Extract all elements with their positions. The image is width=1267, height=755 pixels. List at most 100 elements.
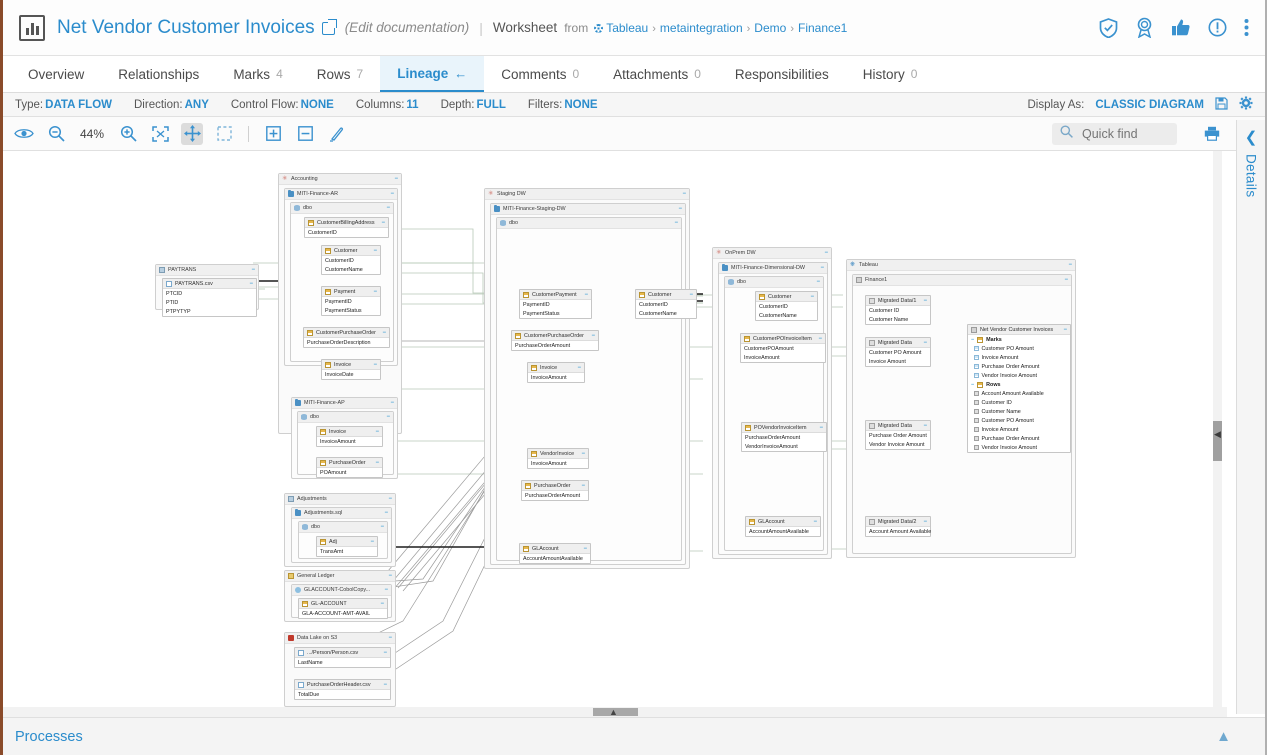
collapse-icon[interactable]: −	[923, 297, 927, 304]
table-net-vendor-customer-invoices[interactable]: Net Vendor Customer Invoices− −Marks Cus…	[967, 324, 1071, 453]
group-row-marks[interactable]: −Marks	[968, 335, 1070, 344]
table-customerbillingaddress[interactable]: CustomerBillingAddress− CustomerID	[304, 217, 389, 238]
group-title[interactable]: dbo −	[298, 412, 393, 423]
breadcrumb-item-demo[interactable]: Demo	[754, 20, 787, 35]
column[interactable]: CustomerPOAmount	[744, 345, 794, 352]
collapse-icon[interactable]: −	[373, 247, 377, 254]
annotate-pen-icon[interactable]	[326, 123, 348, 145]
chevron-up-icon[interactable]: ▲	[1216, 728, 1231, 745]
row-item[interactable]: Purchase Order Amount	[968, 362, 1070, 371]
table-purchaseorderheader-csv[interactable]: PurchaseOrderHeader.csv− TotalDue	[294, 679, 391, 700]
table-dw-customer[interactable]: Customer− CustomerID CustomerName	[755, 291, 818, 321]
collapse-icon[interactable]: −	[1064, 277, 1068, 283]
group-title[interactable]: dbo −	[291, 203, 393, 214]
table-header[interactable]: CustomerPOInvoiceItem−	[741, 334, 825, 344]
table-adj[interactable]: Adj− TransAmt	[316, 536, 378, 557]
zoom-out-icon[interactable]	[45, 123, 67, 145]
tab-relationships[interactable]: Relationships	[101, 56, 216, 92]
row-item[interactable]: Account Amount Available	[968, 389, 1070, 398]
fit-to-screen-icon[interactable]	[149, 123, 171, 145]
processes-footer[interactable]: Processes ▲	[3, 717, 1265, 755]
column[interactable]: InvoiceAmount	[744, 354, 780, 361]
table-header[interactable]: GL-ACCOUNT−	[299, 599, 387, 609]
table-header[interactable]: Adj−	[317, 537, 377, 547]
column[interactable]: InvoiceAmount	[531, 374, 567, 381]
table-header[interactable]: CustomerPayment−	[520, 290, 591, 300]
column[interactable]: PaymentStatus	[325, 307, 362, 314]
table-ar-invoice[interactable]: Invoice− InvoiceDate	[321, 359, 381, 380]
column[interactable]: TransAmt	[320, 548, 344, 555]
column[interactable]: AccountAmountAvailable	[749, 528, 809, 535]
group-onprem-dw[interactable]: ⚛ OnPrem DW − MITI-Finance-Dimensional-D…	[712, 247, 832, 559]
group-title[interactable]: ⚛ OnPrem DW −	[713, 248, 831, 259]
collapse-icon[interactable]: −	[383, 681, 387, 688]
table-ar-payment[interactable]: Payment− PaymentID PaymentStatus	[321, 286, 381, 316]
breadcrumb-item-metaintegration[interactable]: metaintegration	[659, 20, 743, 35]
collapse-icon[interactable]: −	[577, 364, 581, 371]
group-title[interactable]: dbo −	[725, 277, 823, 288]
row-item[interactable]: Purchase Order Amount	[968, 434, 1070, 443]
column[interactable]: PTID	[166, 299, 179, 306]
group-title[interactable]: MITI-Finance-AP −	[292, 398, 397, 409]
table-staging-customer[interactable]: Customer− CustomerID CustomerName	[635, 289, 697, 319]
group-title[interactable]: dbo −	[497, 218, 681, 229]
table-header[interactable]: Customer−	[756, 292, 817, 302]
collapse-icon[interactable]: −	[819, 424, 823, 431]
column[interactable]: CustomerID	[639, 301, 668, 308]
table-migrated-data-2[interactable]: Migrated Data− Customer PO Amount Invoic…	[865, 337, 931, 367]
column[interactable]: PurchaseOrderAmount	[515, 342, 571, 349]
row-item[interactable]: Customer PO Amount	[968, 344, 1070, 353]
eye-icon[interactable]	[13, 123, 35, 145]
display-as-value[interactable]: CLASSIC DIAGRAM	[1095, 98, 1204, 111]
collapse-icon[interactable]: −	[394, 176, 398, 182]
group-data-lake-s3[interactable]: Data Lake on S3 − .../Person/Person.csv−…	[284, 632, 396, 707]
alert-circle-icon[interactable]	[1208, 18, 1227, 37]
canvas-horizontal-scrollbar[interactable]: ▲	[3, 707, 1227, 717]
tab-overview[interactable]: Overview	[11, 56, 101, 92]
group-title[interactable]: ⚛ Staging DW −	[485, 189, 689, 200]
group-miti-staging-dw[interactable]: MITI-Finance-Staging-DW − dbo − Customer…	[490, 203, 697, 565]
more-vertical-icon[interactable]	[1244, 18, 1249, 37]
breadcrumb-item-tableau[interactable]: Tableau	[606, 20, 649, 35]
column[interactable]: CustomerID	[308, 229, 337, 236]
table-header[interactable]: Migrated Data−	[866, 338, 930, 348]
column[interactable]: Purchase Order Amount	[869, 432, 927, 439]
marquee-select-icon[interactable]	[213, 123, 235, 145]
lineage-canvas[interactable]: PAYTRANS − PAYTRANS.csv − PTCID PTID PTP…	[3, 151, 1227, 714]
column[interactable]: Customer PO Amount	[869, 349, 922, 356]
column[interactable]: Invoice Amount	[869, 358, 906, 365]
column[interactable]: InvoiceAmount	[320, 438, 356, 445]
column[interactable]: PaymentID	[523, 301, 550, 308]
group-title[interactable]: PAYTRANS −	[156, 265, 258, 276]
column[interactable]: AccountAmountAvailable	[523, 555, 583, 562]
table-staging-vendorinvoice[interactable]: VendorInvoice− InvoiceAmount	[527, 448, 589, 469]
collapse-icon[interactable]: −	[383, 649, 387, 656]
group-general-ledger[interactable]: General Ledger − GLACCOUNT-CobolCopy... …	[284, 570, 396, 622]
group-finance1[interactable]: Finance1 − Migrated Data/1− Customer ID …	[852, 274, 1072, 554]
group-paytrans[interactable]: PAYTRANS − PAYTRANS.csv − PTCID PTID PTP…	[155, 264, 259, 317]
collapse-icon[interactable]: −	[251, 267, 255, 273]
table-header[interactable]: Migrated Data/2−	[866, 517, 930, 527]
column[interactable]: PurchaseOrderDescription	[307, 339, 371, 346]
table-header[interactable]: CustomerPurchaseOrder−	[512, 331, 598, 341]
group-miti-finance-ap[interactable]: MITI-Finance-AP − dbo − Invoice− Invoice…	[291, 397, 398, 479]
collapse-icon[interactable]: −	[380, 524, 384, 530]
group-glaccount-cobolcopy[interactable]: GLACCOUNT-CobolCopy... − GL-ACCOUNT− GLA…	[291, 584, 392, 619]
scrollbar-thumb[interactable]	[593, 708, 638, 716]
column[interactable]: Account Amount Available	[869, 528, 932, 535]
collapse-icon[interactable]: −	[923, 518, 927, 525]
table-ap-invoice[interactable]: Invoice− InvoiceAmount	[316, 426, 383, 447]
group-title[interactable]: GLACCOUNT-CobolCopy... −	[292, 585, 391, 596]
column[interactable]: PTPYTYP	[166, 308, 191, 315]
collapse-icon[interactable]: −	[386, 414, 390, 420]
collapse-icon[interactable]: −	[380, 600, 384, 607]
group-dbo-staging[interactable]: dbo − CustomerPayment− PaymentID Payment…	[496, 217, 697, 564]
table-header[interactable]: CustomerBillingAddress−	[305, 218, 388, 228]
processes-label[interactable]: Processes	[15, 728, 83, 745]
collapse-icon[interactable]: −	[373, 288, 377, 295]
column[interactable]: CustomerName	[325, 266, 363, 273]
group-miti-dimensional-dw[interactable]: MITI-Finance-Dimensional-DW − dbo − Cust…	[718, 262, 828, 555]
page-title[interactable]: Net Vendor Customer Invoices	[57, 16, 315, 38]
gear-icon[interactable]	[1239, 96, 1253, 113]
